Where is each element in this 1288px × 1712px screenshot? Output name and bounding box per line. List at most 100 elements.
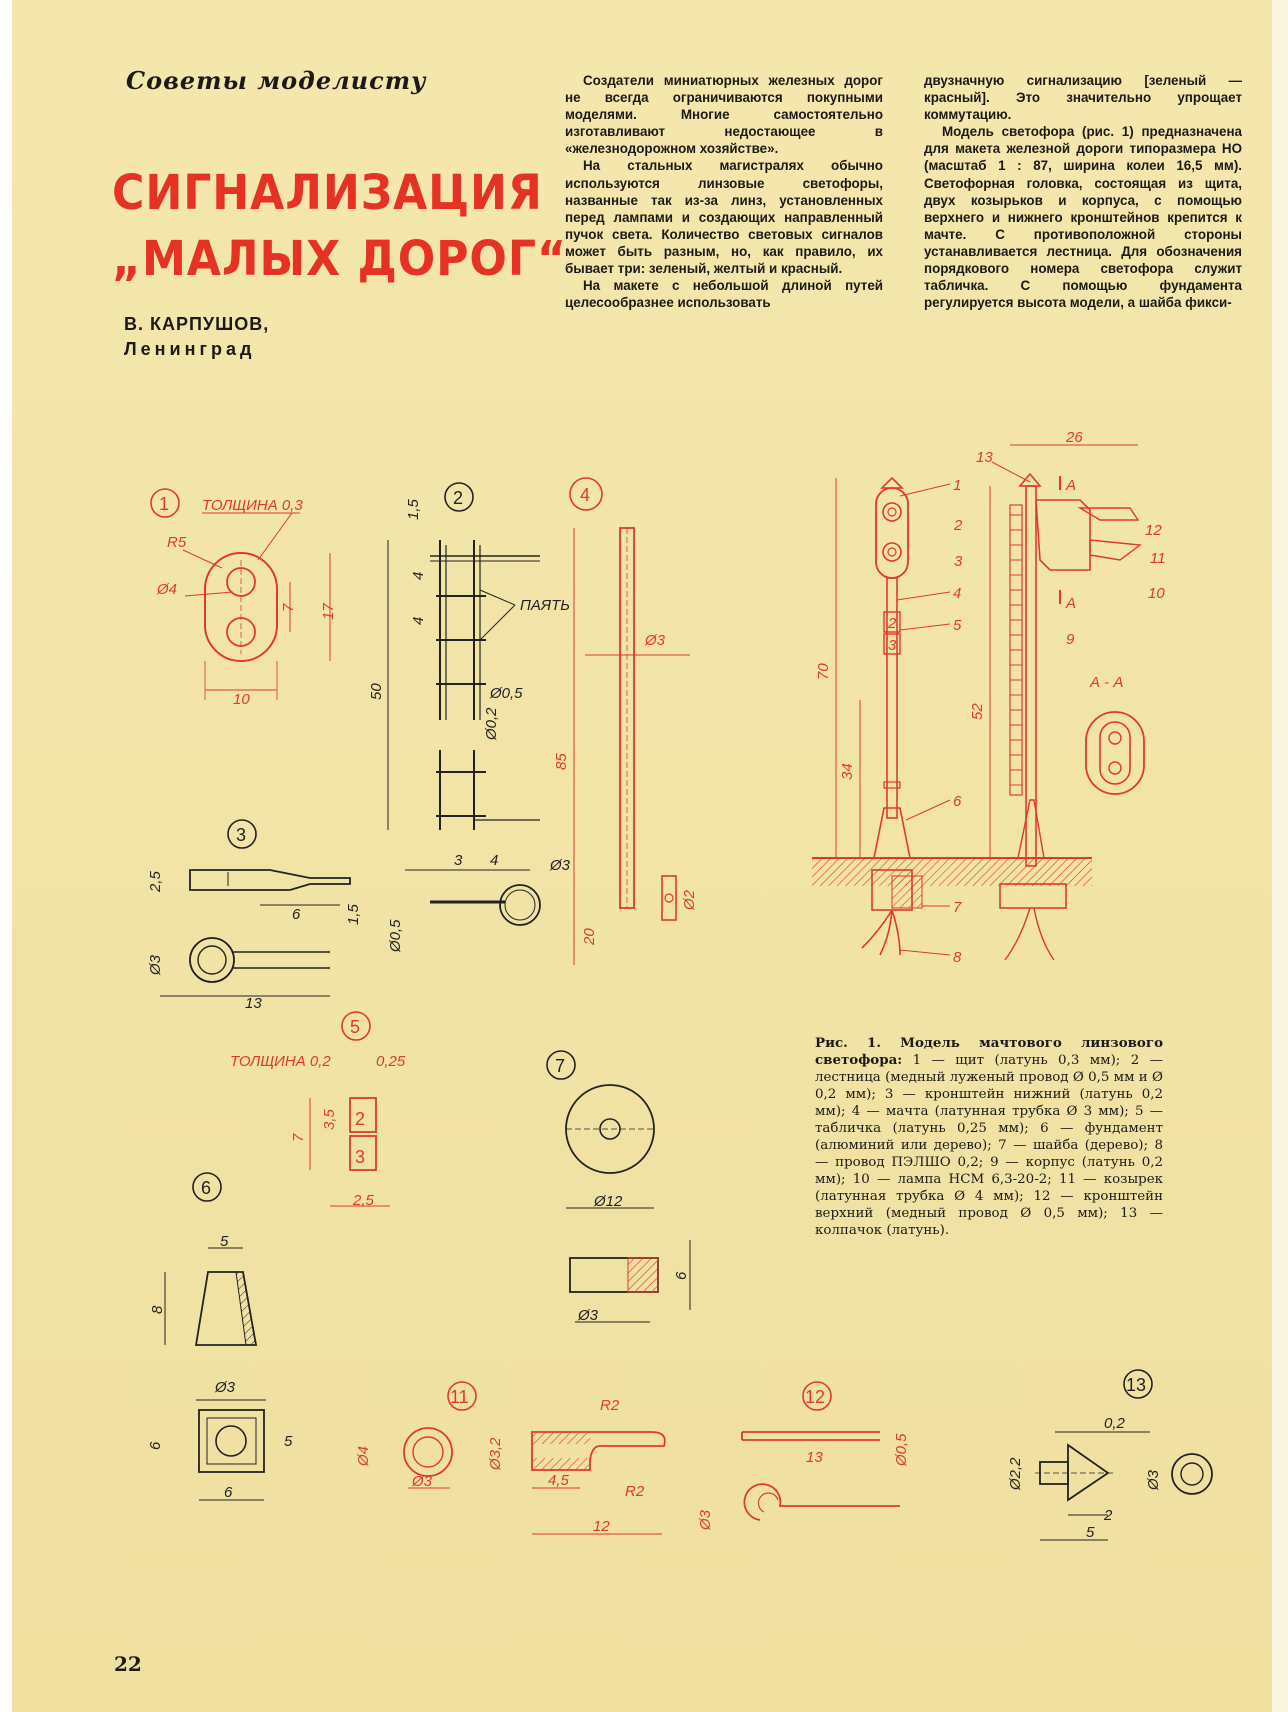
callout-12: 12 [1145,522,1162,539]
callout-2: 2 [953,517,963,534]
dim-70: 70 [815,663,832,680]
dim-6: 6 [147,1441,164,1450]
dim-4: 4 [410,617,427,625]
callout-13: 13 [976,449,993,466]
thickness-label: ТОЛЩИНА 0,3 [202,497,303,514]
dim-2: 2 [1103,1507,1113,1524]
part-1-shield: 1 ТОЛЩИНА 0,3 R5 Ø4 7 17 10 [150,488,337,708]
dim-3: 3 [454,852,463,869]
dim-d3: Ø3 [147,954,164,976]
dim-d0-5: Ø0,5 [893,1433,910,1467]
dim-50: 50 [368,683,385,700]
dim-d3: Ø3 [644,632,666,649]
paragraph: Модель светофора (рис. 1) предназначена … [924,124,1242,311]
caption-lead: Рис. 1. Модель мачтового линзового свето… [815,1035,1163,1068]
paragraph: двузначную сигнализацию [зеленый — красн… [924,73,1242,123]
dim-d3: Ø3 [214,1379,236,1396]
dim-6: 6 [292,906,301,923]
assembly-front-view: 70 34 2 3 1 2 3 4 [812,476,1092,966]
part-number: 12 [805,1387,825,1407]
dim-2-5: 2,5 [147,870,164,893]
part-5-plate: 5 ТОЛЩИНА 0,2 0,25 2 3 3,5 7 2,5 [230,1011,406,1209]
part-number: 11 [450,1387,469,1407]
title-line-2: „МАЛЫХ ДОРОГ“ [112,231,567,287]
dim-10: 10 [233,691,250,708]
dim-8: 8 [149,1305,166,1314]
section-mark: А [1065,595,1076,612]
author-name: В. КАРПУШОВ, [124,314,270,334]
callout-8: 8 [953,949,962,966]
dim-d3: Ø3 [1145,1469,1162,1491]
callout-11: 11 [1150,550,1166,567]
plate-number-2: 2 [355,1109,365,1129]
part-number: 3 [236,825,246,845]
paragraph: На макете с небольшой длиной путей целес… [565,278,883,311]
dim-7: 7 [280,603,297,612]
dim-26: 26 [1065,429,1083,446]
callout-1: 1 [953,477,961,494]
dim-d3: Ø3 [411,1473,433,1490]
dim-2-5: 2,5 [352,1192,375,1209]
dim-5: 5 [220,1233,229,1250]
part-11-visor: 11 Ø4 Ø3 Ø3,2 R2 R2 4,5 12 [355,1381,666,1535]
callout-9: 9 [1066,631,1075,648]
dim-12: 12 [593,1518,610,1535]
part-2-detail: 3 4 Ø3 Ø0,5 [387,852,571,953]
paragraph: Создатели миниатюрных железных дорог не … [565,73,883,157]
dim-d0-5: Ø0,5 [489,685,523,702]
dim-34: 34 [839,763,856,780]
part-6-foundation: 6 5 8 Ø3 6 5 6 [147,1172,293,1501]
diameter-label: Ø4 [156,581,177,598]
part-4-mast: 4 Ø3 85 20 Ø2 [553,477,698,965]
part-number: 5 [350,1017,360,1037]
article-title: СИГНАЛИЗАЦИЯ „МАЛЫХ ДОРОГ“ [112,160,567,292]
dim-1-5: 1,5 [405,498,422,520]
section-mark: А [1065,477,1076,494]
paragraph: На стальных магистралях обычно использую… [565,158,883,277]
thickness-label: ТОЛЩИНА 0,2 [230,1053,331,1070]
callout-4: 4 [953,585,961,602]
dim-7: 7 [290,1133,307,1142]
dim-d4: Ø4 [355,1446,372,1467]
dim-5: 5 [1086,1524,1095,1541]
part-7-washer: 7 Ø12 6 Ø3 [546,1050,691,1324]
author-city: Ленинград [124,339,256,359]
part-number-circle [150,488,180,518]
callout-3: 3 [954,553,963,570]
radius-label: R5 [167,534,187,551]
page-number: 22 [114,1652,142,1676]
part-number: 1 [159,494,169,514]
dim-5: 5 [284,1433,293,1450]
plate-number-2: 2 [887,615,897,632]
dim-52: 52 [969,703,986,720]
text-column-1: Создатели миниатюрных железных дорог не … [565,72,883,311]
part-number: 6 [201,1178,211,1198]
part-number: 7 [555,1056,565,1076]
title-line-1: СИГНАЛИЗАЦИЯ [112,165,543,221]
dim-6: 6 [673,1271,690,1280]
dim-d2-2: Ø2,2 [1007,1457,1024,1491]
dim-85: 85 [553,753,570,770]
dim-d12: Ø12 [593,1193,623,1210]
dim-d3-2: Ø3,2 [487,1437,504,1471]
rubric: Советы моделисту [126,66,427,95]
part-3-lower-bracket: 3 2,5 6 1,5 Ø3 13 [147,819,362,1012]
callout-10: 10 [1148,585,1165,602]
callout-5: 5 [953,617,962,634]
dim-13: 13 [806,1449,823,1466]
page-edge-left [0,0,12,1712]
part-2-ladder: 2 1,5 4 4 ПАЯТЬ 50 Ø0,5 Ø0,2 [368,482,570,830]
radius-label: R2 [600,1397,620,1414]
callout-7: 7 [953,899,962,916]
dim-0-2: 0,2 [1104,1415,1126,1432]
page-edge-right [1272,0,1288,1712]
solder-label: ПАЯТЬ [520,597,570,614]
plate-number-3: 3 [888,637,897,654]
plate-number-3: 3 [355,1147,365,1167]
callout-6: 6 [953,793,962,810]
dim-d3: Ø3 [577,1307,599,1324]
dim-4-5: 4,5 [548,1472,570,1489]
dim-13: 13 [245,995,262,1012]
